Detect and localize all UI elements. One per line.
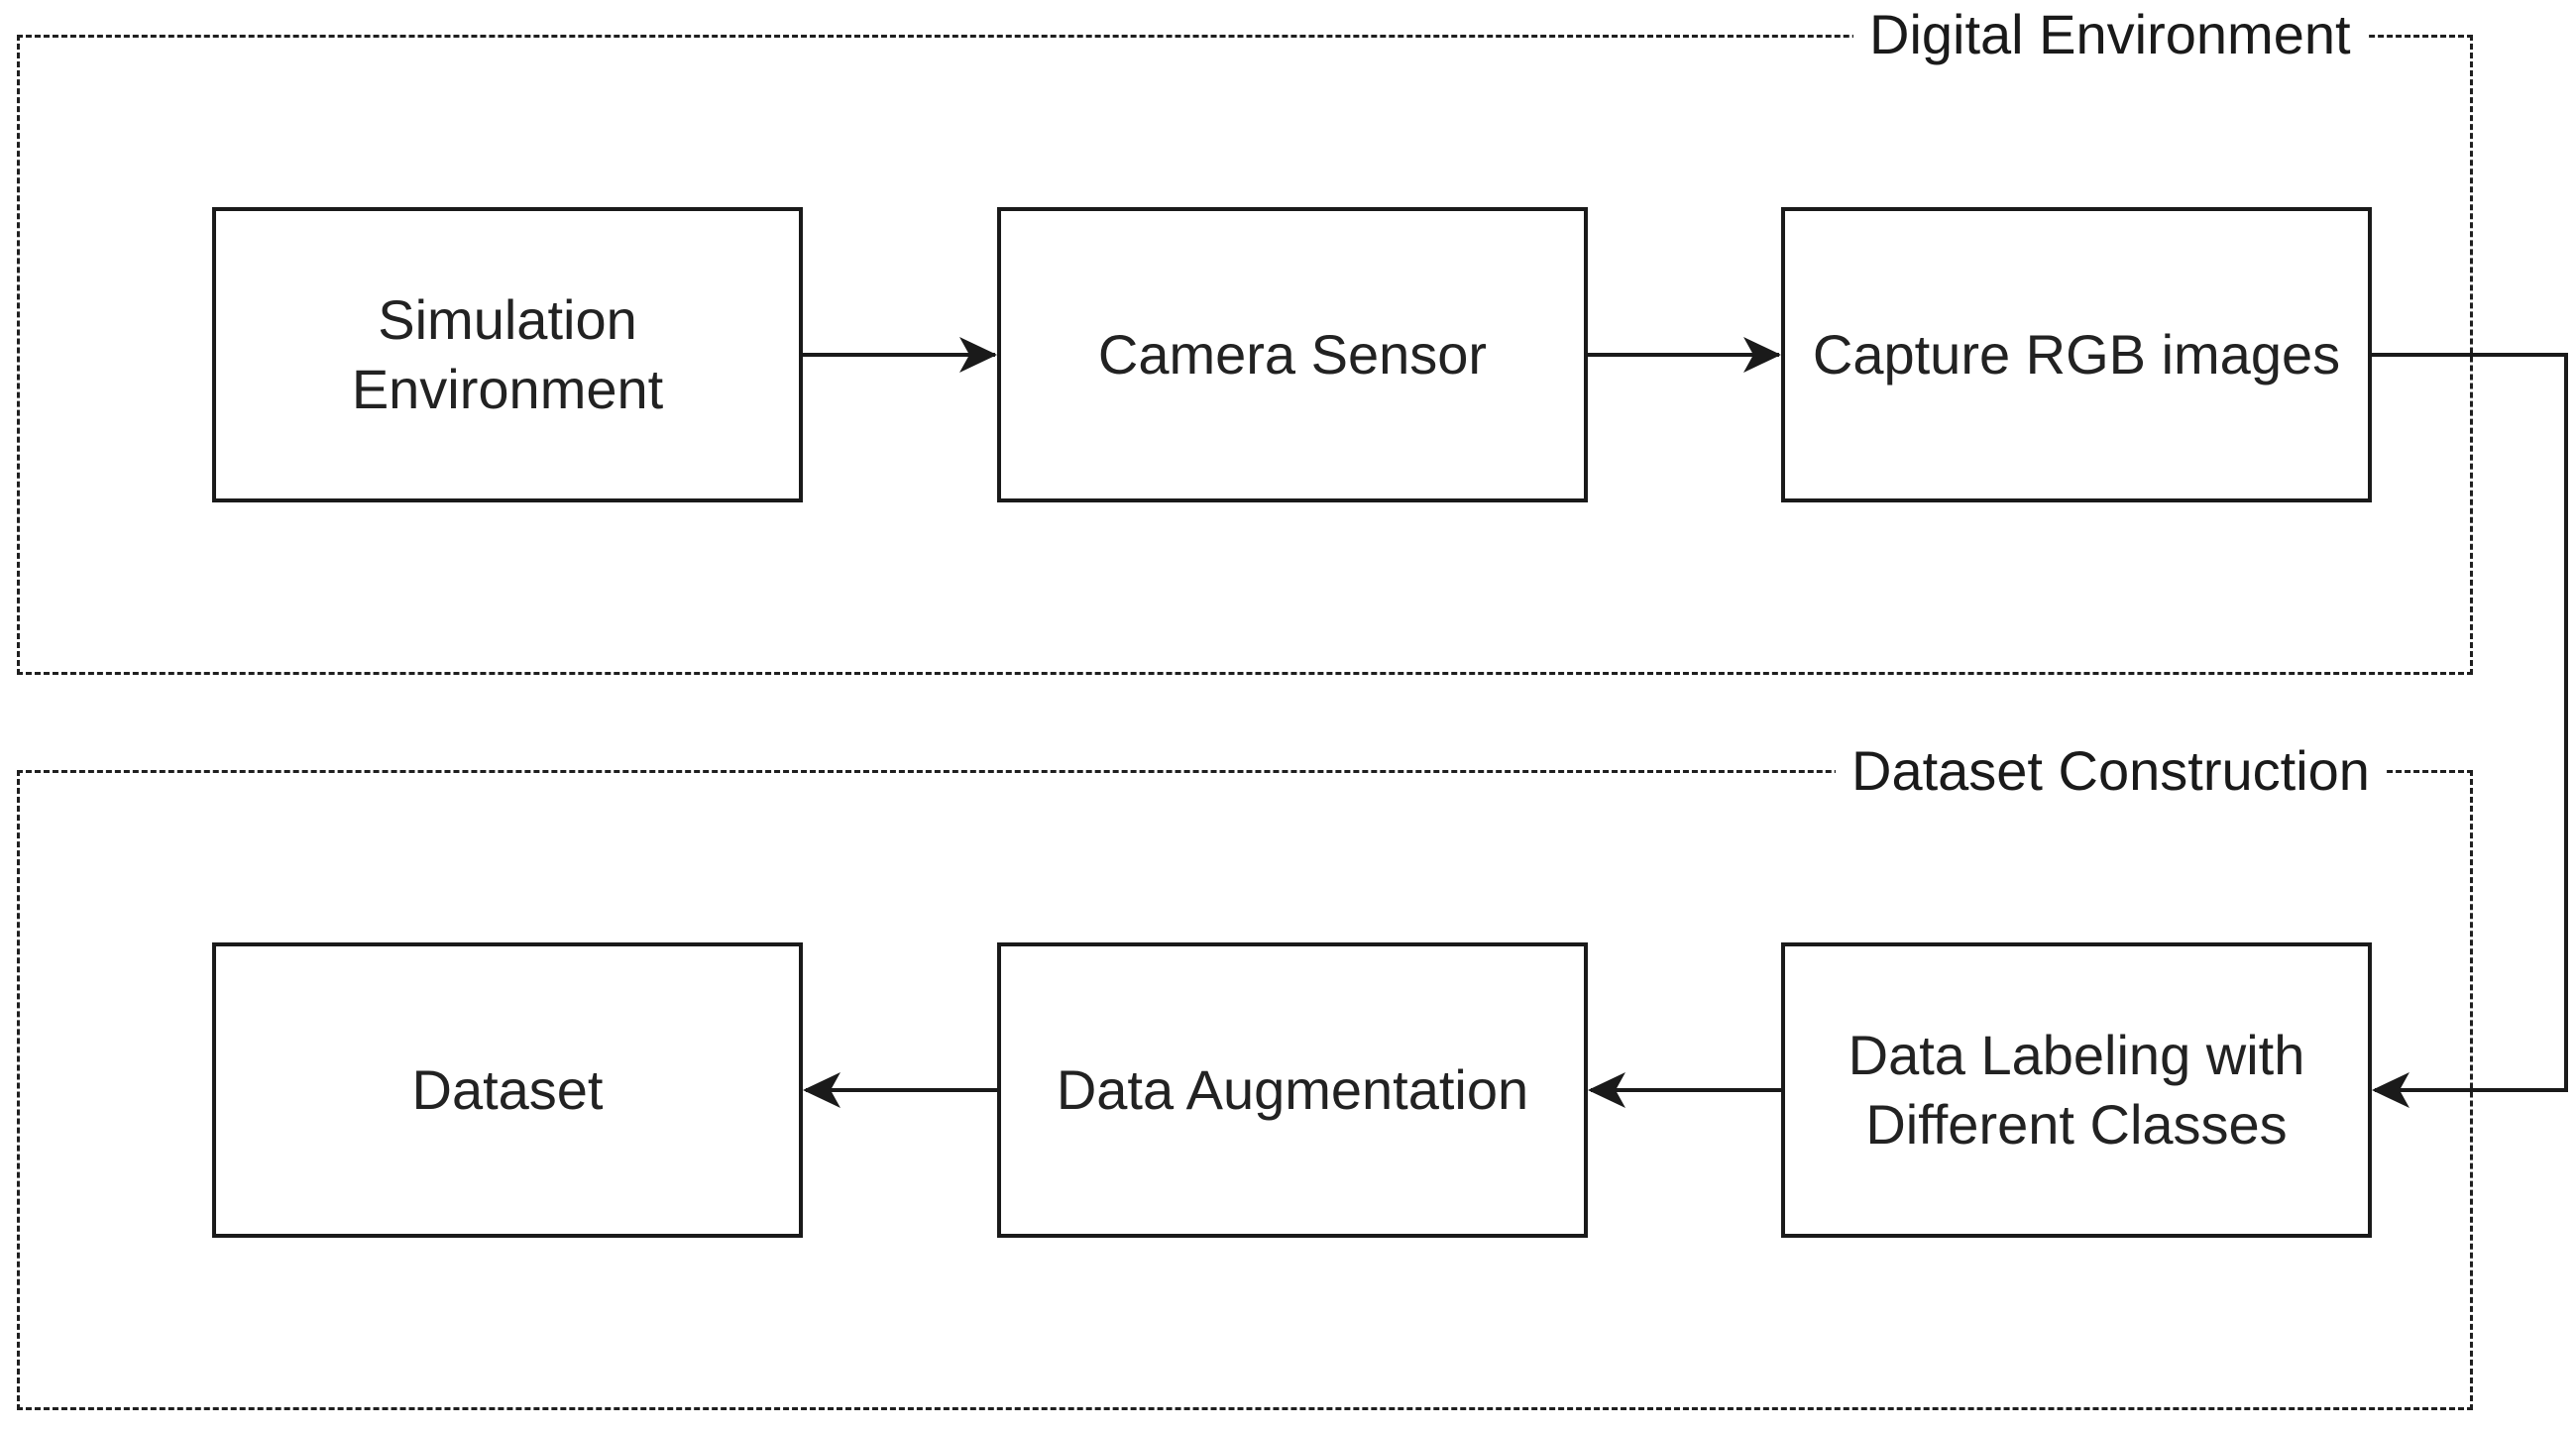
dataset-label: Dataset <box>411 1058 604 1121</box>
capture-rgb-images-box: Capture RGB images <box>1781 207 2372 502</box>
dataset-box: Dataset <box>212 942 803 1238</box>
data-augmentation-label: Data Augmentation <box>1056 1058 1529 1121</box>
simulation-environment-box: Simulation Environment <box>212 207 803 502</box>
simulation-environment-label: Simulation Environment <box>351 288 664 420</box>
capture-rgb-images-label: Capture RGB images <box>1812 323 2341 386</box>
digital-environment-label: Digital Environment <box>1853 3 2367 66</box>
data-labeling-label: Data Labeling with Different Classes <box>1848 1024 2305 1156</box>
camera-sensor-label: Camera Sensor <box>1097 323 1488 386</box>
dataset-construction-label: Dataset Construction <box>1836 739 2386 803</box>
data-augmentation-box: Data Augmentation <box>997 942 1588 1238</box>
camera-sensor-box: Camera Sensor <box>997 207 1588 502</box>
data-labeling-box: Data Labeling with Different Classes <box>1781 942 2372 1238</box>
